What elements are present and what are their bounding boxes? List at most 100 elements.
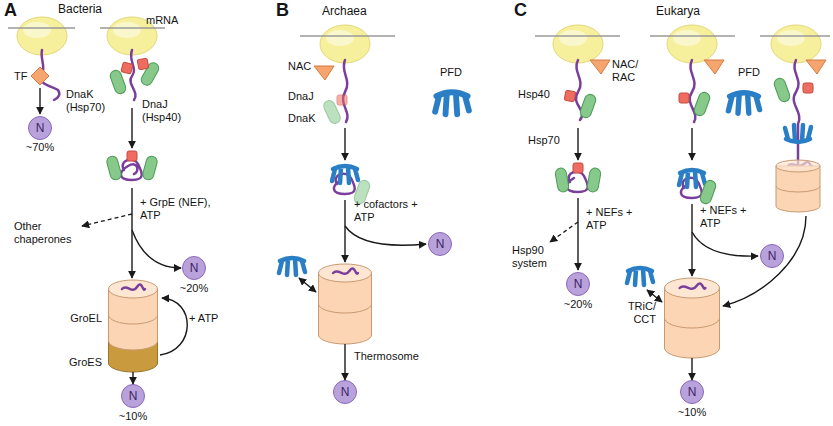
chaperone-symbol	[127, 151, 137, 161]
molecule-name: mRNA	[146, 14, 178, 27]
chaperone-symbol	[773, 77, 792, 103]
chaperone-symbol	[279, 66, 469, 275]
chaperonin-cylinder	[776, 166, 820, 212]
dashed-arrow	[82, 214, 132, 226]
percentage: ~20%	[558, 298, 598, 311]
pathway-note: Hsp90 system	[512, 244, 564, 270]
domain-title: Archaea	[322, 4, 367, 18]
native-protein-circle: N	[28, 116, 52, 140]
substrate-chain	[333, 268, 358, 273]
membrane-line	[535, 35, 620, 37]
native-protein-circle: N	[333, 380, 357, 404]
chaperonin-cylinder: Thermosome	[318, 264, 372, 344]
flow-arrow	[577, 128, 578, 160]
flow-arrow	[40, 88, 187, 355]
chaperone-symbol	[579, 93, 598, 119]
chaperonin-cylinder	[776, 186, 820, 192]
cylinder-top	[665, 278, 720, 298]
chaperone-name: DnaJ	[288, 90, 314, 103]
membrane-line	[535, 35, 830, 37]
chaperone-name: NAC	[288, 60, 311, 73]
nascent-chain	[130, 50, 135, 100]
cylinder-top	[109, 280, 158, 298]
chaperone-name: TF	[14, 70, 27, 83]
chaperone-symbol	[137, 58, 149, 70]
membrane-line	[8, 27, 75, 29]
cylinder-top	[319, 264, 372, 282]
native-protein-circle: N	[121, 384, 145, 408]
domain-title: Eukarya	[656, 4, 700, 18]
panel-letter: C	[514, 0, 527, 21]
ring-divider	[319, 304, 372, 313]
ribosome	[553, 25, 603, 63]
chaperone-symbol	[590, 60, 610, 74]
flow-arrow	[344, 200, 345, 262]
nascent-chain	[343, 60, 348, 122]
nascent-chain	[681, 178, 702, 198]
chaperone-symbol	[121, 62, 133, 74]
flow-arrow	[344, 344, 345, 380]
chaperone-symbol	[679, 170, 705, 187]
flow-arrow	[132, 230, 181, 268]
native-protein-circle: N	[428, 232, 452, 256]
chaperone-symbol	[337, 95, 347, 105]
cofactor-note: + NEFs + ATP	[586, 206, 638, 232]
chaperonin-name: TRiC/ CCT	[612, 300, 656, 326]
flow-arrow	[344, 128, 345, 160]
cofactor-note: + GrpE (NEF), ATP	[140, 196, 222, 222]
chaperone-symbol	[564, 90, 576, 102]
ribosome	[667, 25, 717, 63]
chaperonin-cylinder: TRiC/ CCT	[664, 278, 720, 358]
flow-arrow	[131, 108, 132, 148]
chaperone-symbol	[31, 58, 161, 181]
flow-arrow	[691, 128, 692, 160]
chaperone-name: Hsp40	[518, 88, 550, 101]
ring-divider	[665, 318, 720, 328]
membrane-line	[650, 35, 735, 37]
membrane-line	[760, 35, 830, 37]
ribosome	[320, 25, 370, 63]
node-label: N	[768, 249, 777, 263]
node-label: N	[436, 237, 445, 251]
chaperone-symbol	[573, 163, 583, 173]
flow-arrow	[299, 128, 426, 292]
chaperone-symbol	[31, 67, 49, 85]
ribosome	[17, 17, 157, 55]
cylinder-body	[319, 273, 372, 344]
chaperonin-cylinder	[776, 160, 820, 172]
chaperonin-name: GroES	[58, 356, 102, 369]
panel-letter: B	[276, 0, 289, 21]
chaperonin-cylinder: GroELGroES	[108, 280, 158, 372]
pathway-note: Other chaperones	[14, 220, 78, 246]
cofactor-note: + ATP	[189, 312, 218, 325]
chaperone-symbol	[806, 60, 826, 74]
percentage: ~70%	[20, 141, 60, 154]
chaperone-name: PFD	[440, 66, 462, 79]
flow-arrow	[345, 226, 426, 245]
substrate-chain	[680, 283, 706, 288]
ring-divider	[109, 315, 158, 324]
node-label: N	[190, 261, 199, 275]
native-protein-circle: N	[566, 272, 590, 296]
membrane-line	[300, 35, 395, 37]
chaperone-name: PFD	[738, 66, 760, 79]
domain-title: Bacteria	[58, 2, 102, 16]
cofactor-note: + NEFs + ATP	[700, 204, 752, 230]
percentage: ~10%	[113, 410, 153, 423]
dashed-arrow	[550, 222, 578, 242]
flow-arrow	[160, 298, 187, 355]
percentage: ~10%	[672, 406, 712, 419]
percentage: ~20%	[174, 282, 214, 295]
ribosome	[771, 25, 821, 63]
chaperone-symbol	[704, 60, 724, 74]
chaperonin-cylinder	[776, 160, 820, 212]
dashed-arrow	[550, 222, 578, 242]
nascent-chain	[567, 172, 588, 192]
nascent-chain	[567, 60, 812, 198]
cofactor-note: + cofactors + ATP	[354, 198, 420, 224]
ribosome	[553, 25, 821, 63]
flow-arrow	[299, 278, 316, 292]
chaperone-symbol	[627, 268, 653, 285]
nascent-chain	[121, 160, 142, 180]
